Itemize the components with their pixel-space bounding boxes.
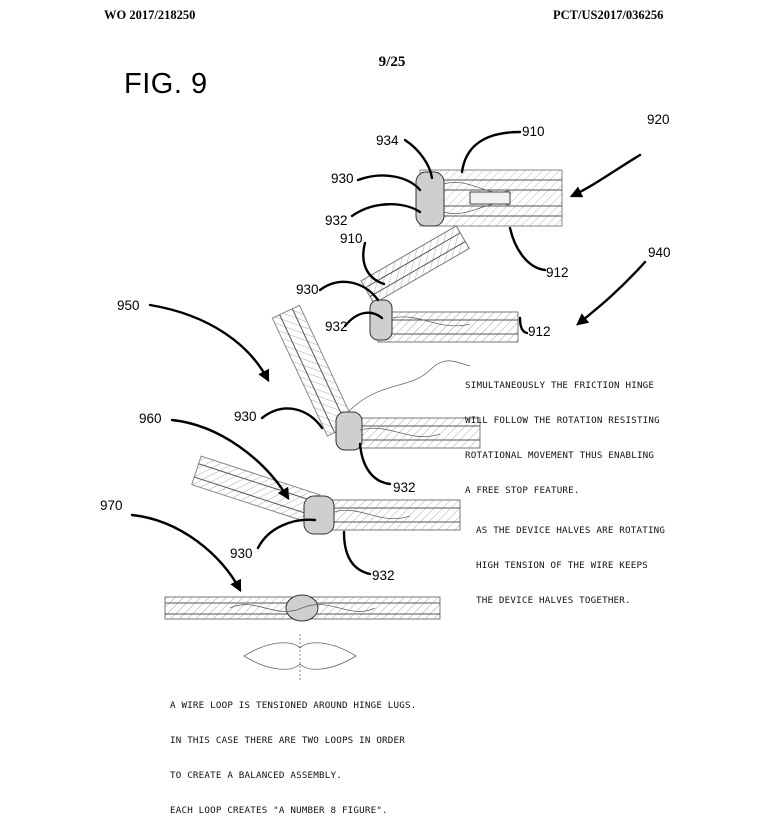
stage-960-drawing xyxy=(191,455,461,535)
note-line: IN THIS CASE THERE ARE TWO LOOPS IN ORDE… xyxy=(170,734,405,746)
stage-940-drawing xyxy=(360,225,519,343)
note-wire-loop: A WIRE LOOP IS TENSIONED AROUND HINGE LU… xyxy=(170,677,416,828)
ref-930-top: 930 xyxy=(331,171,354,186)
note-line: A FREE STOP FEATURE. xyxy=(465,484,580,496)
stage-920-drawing xyxy=(415,169,563,227)
note-line: AS THE DEVICE HALVES ARE ROTATING xyxy=(476,525,666,537)
note-high-tension: AS THE DEVICE HALVES ARE ROTATING HIGH T… xyxy=(476,502,665,618)
figure-drawing: 910 920 934 930 932 912 910 940 930 932 … xyxy=(100,112,671,680)
ref-930-third: 930 xyxy=(234,409,257,424)
leader-lines xyxy=(130,130,647,593)
ref-932-third: 932 xyxy=(393,480,416,495)
ref-912-top: 912 xyxy=(546,265,569,280)
note-line: TO CREATE A BALANCED ASSEMBLY. xyxy=(170,769,342,781)
publication-number: WO 2017/218250 xyxy=(104,8,196,22)
note-line: EACH LOOP CREATES "A NUMBER 8 FIGURE". xyxy=(170,804,388,816)
application-number: PCT/US2017/036256 xyxy=(553,8,664,22)
figure-label: FIG. 9 xyxy=(124,68,208,100)
note-line: SIMULTANEOUSLY THE FRICTION HINGE xyxy=(465,380,655,392)
note-line: ROTATIONAL MOVEMENT THUS ENABLING xyxy=(465,449,655,461)
ref-932-top: 932 xyxy=(325,213,348,228)
ref-950: 950 xyxy=(117,298,140,313)
stage-950-drawing xyxy=(271,304,481,451)
ref-960: 960 xyxy=(139,411,162,426)
ref-940: 940 xyxy=(648,245,671,260)
ref-910-second: 910 xyxy=(340,231,363,246)
ref-932-second: 932 xyxy=(325,319,348,334)
note-friction-hinge: SIMULTANEOUSLY THE FRICTION HINGE WILL F… xyxy=(465,357,660,508)
ref-970: 970 xyxy=(100,498,123,513)
stage-970-drawing xyxy=(164,594,441,680)
ref-912-second: 912 xyxy=(528,324,551,339)
ref-930-fourth: 930 xyxy=(230,546,253,561)
ref-910-top: 910 xyxy=(522,124,545,139)
ref-934: 934 xyxy=(376,133,399,148)
note-line: THE DEVICE HALVES TOGETHER. xyxy=(476,594,631,606)
ref-930-second: 930 xyxy=(296,282,319,297)
note-line: A WIRE LOOP IS TENSIONED AROUND HINGE LU… xyxy=(170,700,417,712)
ref-920: 920 xyxy=(647,112,670,127)
ref-932-fourth: 932 xyxy=(372,568,395,583)
note-line: WILL FOLLOW THE ROTATION RESISTING xyxy=(465,414,660,426)
page-number: 9/25 xyxy=(378,54,406,70)
note-line: HIGH TENSION OF THE WIRE KEEPS xyxy=(476,559,648,571)
